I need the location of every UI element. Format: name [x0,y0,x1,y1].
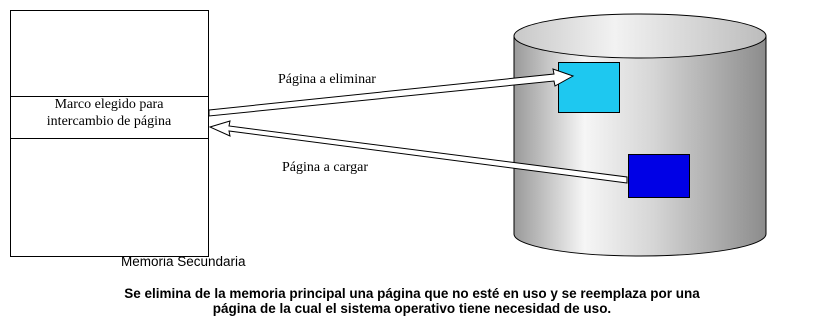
figure-caption-line2: página de la cual el sistema operativo t… [212,301,612,316]
page-replacement-diagram [10,10,767,257]
figure-caption: Se elimina de la memoria principal una p… [0,286,824,316]
selected-frame-label: Marco elegido para intercambio de página [10,96,208,130]
page-to-load-block [628,154,690,198]
main-memory-column [10,10,209,257]
secondary-memory-caption: Memoria Secundaria [121,254,246,269]
arrow-page-out [208,68,575,117]
figure-caption-line1: Se elimina de la memoria principal una p… [124,286,700,301]
arrow-out-label: Página a eliminar [278,72,376,87]
selected-frame-label-line1: Marco elegido para [54,97,164,112]
arrow-page-in [208,120,628,184]
page-to-remove-block [558,62,620,113]
secondary-memory-cylinder [513,13,767,257]
arrow-in-label: Página a cargar [282,160,369,175]
selected-frame-label-line2: intercambio de página [46,114,172,129]
